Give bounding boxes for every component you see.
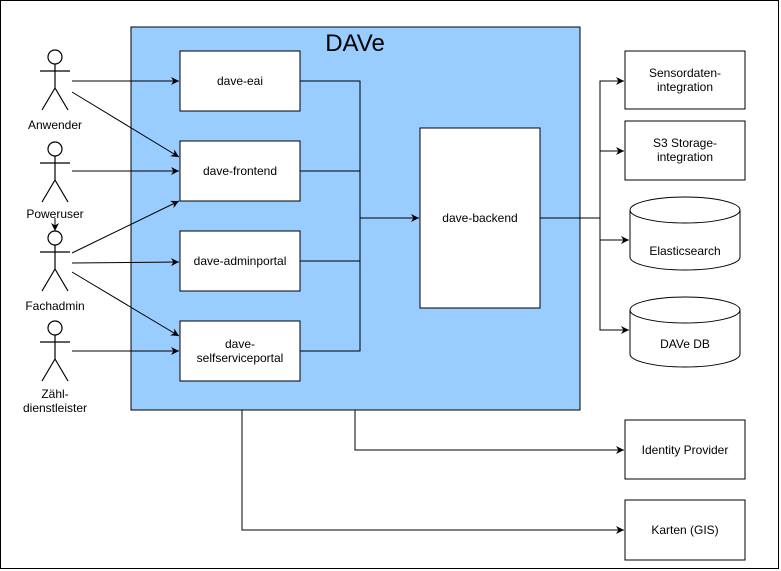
svg-text:Karten (GIS): Karten (GIS) <box>651 523 718 537</box>
label-line: dave-backend <box>442 211 517 225</box>
svg-text:Sensordaten-integration: Sensordaten-integration <box>649 66 721 94</box>
database-elasticsearch[interactable]: Elasticsearch <box>629 196 741 271</box>
actor-fachadmin[interactable] <box>40 230 70 292</box>
edge-anwender-frontend <box>71 91 180 158</box>
svg-text:Identity Provider: Identity Provider <box>642 443 729 457</box>
label-line: Elasticsearch <box>649 244 720 258</box>
database-dave-db[interactable]: DAVe DB <box>629 296 741 368</box>
external-identity-provider[interactable]: Identity Provider <box>624 419 746 480</box>
edge-dave-karten <box>241 410 624 534</box>
edge-eai-backend <box>300 80 361 218</box>
edge-backend-davedb <box>599 240 629 334</box>
svg-text:dave-eai: dave-eai <box>217 74 263 88</box>
actor-label-poweruser: Poweruser <box>26 207 83 221</box>
external-sensordaten-integration[interactable]: Sensordaten-integration <box>624 50 746 110</box>
component-dave-adminportal[interactable]: dave-adminportal <box>179 230 301 292</box>
component-dave-frontend[interactable]: dave-frontend <box>179 140 301 202</box>
label-line: Karten (GIS) <box>651 523 718 537</box>
label-line: dave-frontend <box>203 164 277 178</box>
edge-fachadmin-adminportal <box>71 258 180 267</box>
dave-container-title: DAVe <box>325 30 385 57</box>
label-line: dave-adminportal <box>194 254 287 268</box>
svg-text:dave-adminportal: dave-adminportal <box>194 254 287 268</box>
label-line: integration <box>657 150 713 164</box>
edge-backend-elasticsearch <box>599 218 629 244</box>
svg-text:dave-backend: dave-backend <box>442 211 517 225</box>
edge-selfservice-backend <box>300 218 361 352</box>
component-dave-backend[interactable]: dave-backend <box>419 127 541 309</box>
edge-fachadmin-frontend <box>71 200 180 254</box>
svg-text:dave-selfserviceportal: dave-selfserviceportal <box>197 337 284 365</box>
component-dave-selfserviceportal[interactable]: dave-selfserviceportal <box>179 320 301 382</box>
actor-label-zaehldienstleister: Zähl-dienstleister <box>23 387 87 415</box>
label-line: Poweruser <box>26 207 83 221</box>
label-line: Fachadmin <box>25 299 84 313</box>
edge-dave-identity-provider <box>354 410 624 454</box>
label-line: dave- <box>225 337 255 351</box>
component-dave-eai[interactable]: dave-eai <box>179 50 301 112</box>
external-karten-gis[interactable]: Karten (GIS) <box>624 499 746 561</box>
label-line: Identity Provider <box>642 443 729 457</box>
label-line: Zähl- <box>41 387 68 401</box>
actor-label-anwender: Anwender <box>28 118 82 132</box>
label-line: S3 Storage- <box>653 136 717 150</box>
svg-text:S3 Storage-integration: S3 Storage-integration <box>653 136 717 164</box>
actor-anwender[interactable] <box>40 49 70 111</box>
label-line: integration <box>657 80 713 94</box>
edge-backend-sensordaten <box>599 77 624 218</box>
label-line: DAVe DB <box>660 337 710 351</box>
label-line: Sensordaten- <box>649 66 721 80</box>
svg-text:dave-frontend: dave-frontend <box>203 164 277 178</box>
external-s3-storage-integration[interactable]: S3 Storage-integration <box>624 120 746 181</box>
label-line: Anwender <box>28 118 82 132</box>
svg-text:DAVe DB: DAVe DB <box>660 337 710 351</box>
label-line: selfserviceportal <box>197 351 284 365</box>
edge-fachadmin-selfservice <box>71 271 180 337</box>
actor-label-fachadmin: Fachadmin <box>25 299 84 313</box>
svg-text:Elasticsearch: Elasticsearch <box>649 244 720 258</box>
actor-zaehldienstleister[interactable] <box>40 320 70 382</box>
label-line: dave-eai <box>217 74 263 88</box>
label-line: dienstleister <box>23 401 87 415</box>
actor-poweruser[interactable] <box>40 141 70 203</box>
